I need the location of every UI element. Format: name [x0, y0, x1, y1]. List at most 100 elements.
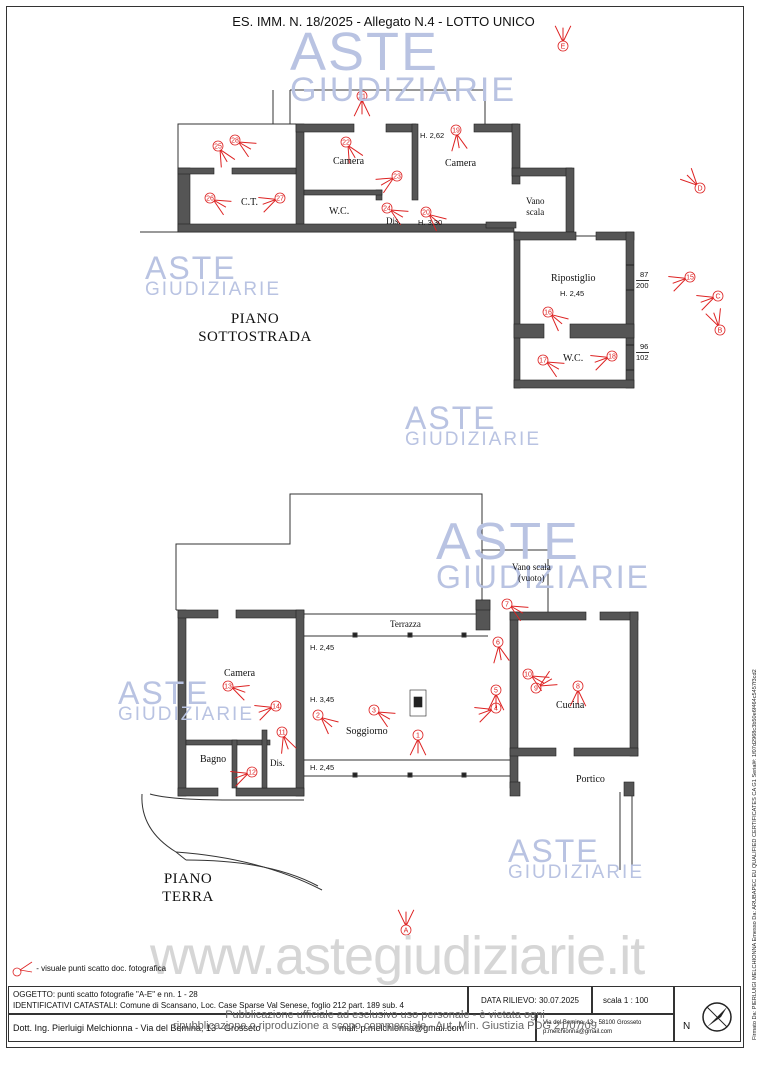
photo-point-28: 28 [229, 134, 257, 158]
photo-point-label: 13 [224, 684, 232, 691]
photo-point-label: 4 [494, 706, 498, 713]
title-block-author: Dott. Ing. Pierluigi Melchionna - Via de… [8, 1014, 536, 1042]
ground-title: PIANO TERRA [148, 870, 228, 906]
title-block-stamp: Via del Bemina, 13 - 58100 Grosseto p.me… [536, 1014, 674, 1042]
title-block-north: N [674, 986, 741, 1042]
photo-point-label: 24 [383, 206, 391, 213]
photo-point-10: 10 [522, 668, 550, 692]
photo-point-label: 18 [608, 354, 616, 361]
height-label: H. 2,45 [310, 643, 335, 652]
opening-width: 96 [640, 342, 649, 351]
photo-point-3: 3 [368, 704, 396, 728]
opening-height: 200 [636, 280, 649, 290]
room-terrazza: Terrazza [390, 619, 421, 629]
digital-signature-text: Firmato Da: PIERLUIGI MELCHIONNA Emesso … [752, 669, 758, 1040]
photo-point-9: 9 [530, 670, 558, 694]
basement-title: PIANO SOTTOSTRADA [190, 310, 320, 346]
photo-point-21: 21 [353, 90, 371, 117]
photo-point-label: 5 [494, 688, 498, 695]
photo-point-label: D [697, 186, 702, 193]
address-small: Via del Bemina, 13 - 58100 Grosseto [543, 1020, 642, 1026]
photo-point-6: 6 [492, 636, 510, 664]
photo-point-2: 2 [312, 709, 339, 735]
photo-point-label: 17 [539, 358, 547, 365]
basement-plan [140, 89, 635, 389]
photo-point-label: 22 [342, 140, 350, 147]
legend: - visuale punti scatto doc. fotografica [12, 960, 166, 978]
photo-point-label: 16 [544, 310, 552, 317]
photo-point-label: 8 [576, 684, 580, 691]
photo-point-label: 14 [272, 704, 280, 711]
basement-title-line1: PIANO [230, 311, 280, 327]
room-bagno: Bagno [200, 754, 227, 765]
ground-title-line1: PIANO [163, 871, 213, 887]
height-label: H. 3,30 [418, 218, 443, 227]
photo-point-18: 18 [590, 350, 618, 371]
photo-point-27: 27 [258, 192, 286, 213]
photo-point-label: 19 [452, 128, 460, 135]
photo-point-A: A [397, 909, 415, 936]
photo-point-20: 20 [420, 206, 447, 232]
photo-point-label: 26 [206, 196, 214, 203]
publication-note-line1: Pubblicazione ufficiale ad esclusivo uso… [225, 1009, 545, 1021]
photo-point-E: E [554, 25, 572, 52]
drawing-frame [6, 6, 744, 1048]
title-block-date: DATA RILIEVO: 30.07.2025 [468, 986, 592, 1014]
photo-point-15: 15 [668, 271, 696, 292]
photo-point-label: 7 [505, 602, 509, 609]
photo-point-label: 6 [496, 640, 500, 647]
photo-point-B: B [705, 308, 726, 336]
room-cucina: Cucina [556, 700, 585, 711]
photo-point-label: 25 [214, 144, 222, 151]
room-wc-basement-2: W.C. [563, 353, 584, 364]
ground-title-line2: TERRA [162, 889, 214, 905]
photo-point-17: 17 [537, 354, 565, 378]
photo-point-14: 14 [254, 700, 282, 721]
photo-point-label: 20 [422, 210, 430, 217]
survey-date: DATA RILIEVO: 30.07.2025 [481, 996, 579, 1005]
photo-point-7: 7 [501, 598, 529, 622]
author-text: Dott. Ing. Pierluigi Melchionna - Via de… [13, 1023, 261, 1033]
title-block-scale: scala 1 : 100 [592, 986, 674, 1014]
photo-point-label: E [561, 44, 566, 51]
photo-point-label: 1 [416, 733, 420, 740]
room-vano-scala-vuoto: Vano scala (vuoto) [512, 562, 551, 583]
height-label: H. 2,45 [560, 289, 585, 298]
photo-point-D: D [680, 168, 706, 194]
photo-point-22: 22 [340, 136, 364, 164]
title-block: OGGETTO: punti scatto fotografie "A-E" e… [8, 986, 741, 1044]
north-arrow-icon [702, 1002, 732, 1032]
room-vano-scala: Vano scala [526, 196, 545, 217]
photo-point-1: 1 [409, 729, 427, 756]
photo-point-23: 23 [375, 170, 403, 194]
room-ct: C.T. [241, 197, 259, 208]
photo-point-label: 3 [372, 708, 376, 715]
site-watermark: www.astegiudiziarie.it [150, 926, 645, 986]
publication-note: Pubblicazione ufficiale ad esclusivo uso… [160, 1010, 610, 1032]
room-dis-ground: Dis. [270, 758, 285, 768]
room-dis-basement: Dis. [386, 216, 401, 226]
photo-point-label: 12 [248, 770, 256, 777]
photo-point-13: 13 [222, 680, 250, 701]
basement-title-line2: SOTTOSTRADA [198, 329, 312, 345]
photo-point-label: 2 [316, 713, 320, 720]
cadastral-text: IDENTIFICATIVI CATASTALI: Comune di Scan… [13, 1001, 405, 1010]
room-camera-basement-2: Camera [445, 158, 477, 169]
drawing-header: ES. IMM. N. 18/2025 - Allegato N.4 - LOT… [232, 14, 535, 29]
photo-point-25: 25 [212, 140, 236, 168]
height-label: H. 2,45 [310, 763, 335, 772]
photo-point-4: 4 [474, 702, 502, 723]
ground-plan [141, 493, 639, 891]
photo-point-label: 11 [278, 730, 285, 737]
photo-point-19: 19 [450, 124, 468, 152]
photo-point-label: 10 [524, 672, 532, 679]
photo-point-label: A [404, 928, 409, 935]
photo-point-label: 27 [276, 196, 284, 203]
subject-text: OGGETTO: punti scatto fotografie "A-E" e… [13, 990, 198, 999]
photo-point-5: 5 [487, 684, 505, 711]
title-block-subject: OGGETTO: punti scatto fotografie "A-E" e… [8, 986, 468, 1014]
photo-point-label: 9 [534, 686, 538, 693]
room-wc-basement: W.C. [329, 206, 350, 217]
